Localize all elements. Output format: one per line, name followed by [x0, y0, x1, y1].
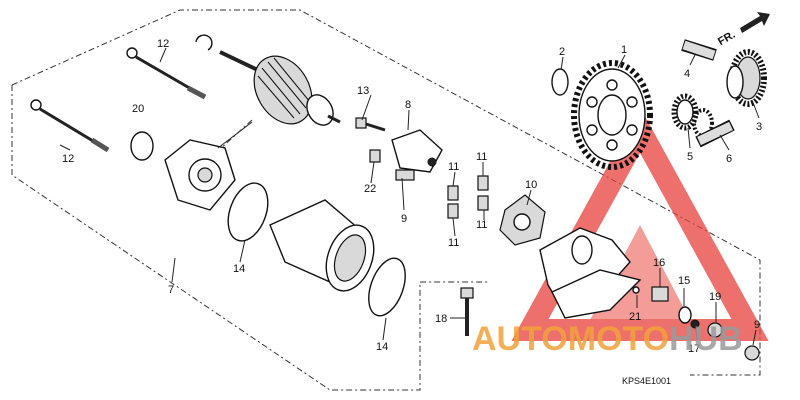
- bolt-12-lower: [30, 99, 110, 153]
- brush-holder-10: [499, 194, 546, 246]
- leader-cover: [217, 121, 253, 149]
- figure-code: KPS4E1001: [622, 376, 671, 386]
- leader-lines: [59, 47, 760, 346]
- o-ring-20: [130, 131, 154, 161]
- washer-17: [690, 319, 700, 329]
- yoke: [269, 199, 375, 292]
- callout-17: 17: [688, 343, 700, 355]
- washer-2: [551, 68, 569, 96]
- callout-4: 4: [684, 68, 690, 80]
- rear-cover: [164, 139, 236, 211]
- nut-9: [744, 345, 760, 361]
- reduction-gear-3: [726, 49, 767, 107]
- callout-8: 8: [405, 99, 411, 111]
- callout-9-nut: 9: [754, 319, 760, 331]
- idle-gear-5: [671, 93, 714, 138]
- callout-21: 21: [629, 311, 641, 323]
- callout-11-d: 11: [448, 237, 459, 249]
- callout-18: 18: [435, 313, 447, 325]
- callout-20: 20: [132, 103, 144, 115]
- o-ring-14-left: [227, 182, 269, 242]
- callout-10: 10: [525, 179, 537, 191]
- callout-22: 22: [364, 183, 376, 195]
- callout-12-lower: 12: [62, 153, 74, 165]
- brush-springs: [447, 175, 489, 219]
- direction-label: FR.: [716, 29, 737, 48]
- o-ring-21: [632, 286, 640, 294]
- brush-holder: [391, 129, 443, 181]
- callout-16: 16: [653, 257, 665, 269]
- callout-15: 15: [678, 275, 690, 287]
- callout-14-right: 14: [376, 341, 388, 353]
- callout-14-left: 14: [233, 263, 245, 275]
- callout-12-upper: 12: [157, 38, 169, 50]
- callout-19: 19: [709, 291, 721, 303]
- callout-11-c: 11: [476, 219, 487, 231]
- callout-7: 7: [168, 284, 174, 296]
- snap-ring: [195, 34, 213, 51]
- o-ring-14-right: [368, 257, 406, 317]
- callout-6: 6: [726, 153, 732, 165]
- bolt-18: [460, 287, 474, 336]
- callout-11-a: 11: [448, 161, 459, 173]
- shaft-4: [681, 39, 717, 61]
- callout-11-b: 11: [476, 151, 487, 163]
- callout-3: 3: [756, 121, 762, 133]
- front-housing: [539, 227, 642, 319]
- watermark-text: AUTOMOTOHUB: [472, 320, 743, 358]
- watermark-text-part1: AUTOMOTO: [472, 320, 669, 358]
- washer-15: [678, 306, 692, 324]
- screw-22: [369, 149, 381, 163]
- callout-2: 2: [559, 46, 565, 58]
- bolt-12-upper: [126, 47, 207, 100]
- screw-13: [355, 117, 367, 129]
- callout-9-brush: 9: [401, 213, 407, 225]
- front-direction-arrow: FR.: [716, 12, 770, 48]
- callout-13: 13: [357, 85, 369, 97]
- callout-1: 1: [621, 44, 627, 56]
- shaft-6: [695, 119, 735, 148]
- terminal-16: [651, 286, 669, 302]
- armature: [219, 50, 341, 126]
- callout-5: 5: [687, 151, 693, 163]
- nut-19: [707, 322, 723, 338]
- callout-labels: 1 2 3 4 5 6 7 8 9 9 10 11 11 11 11 12 12…: [62, 38, 762, 355]
- starter-clutch-gear: [571, 60, 653, 170]
- watermark-text-part2: HUB: [669, 320, 743, 358]
